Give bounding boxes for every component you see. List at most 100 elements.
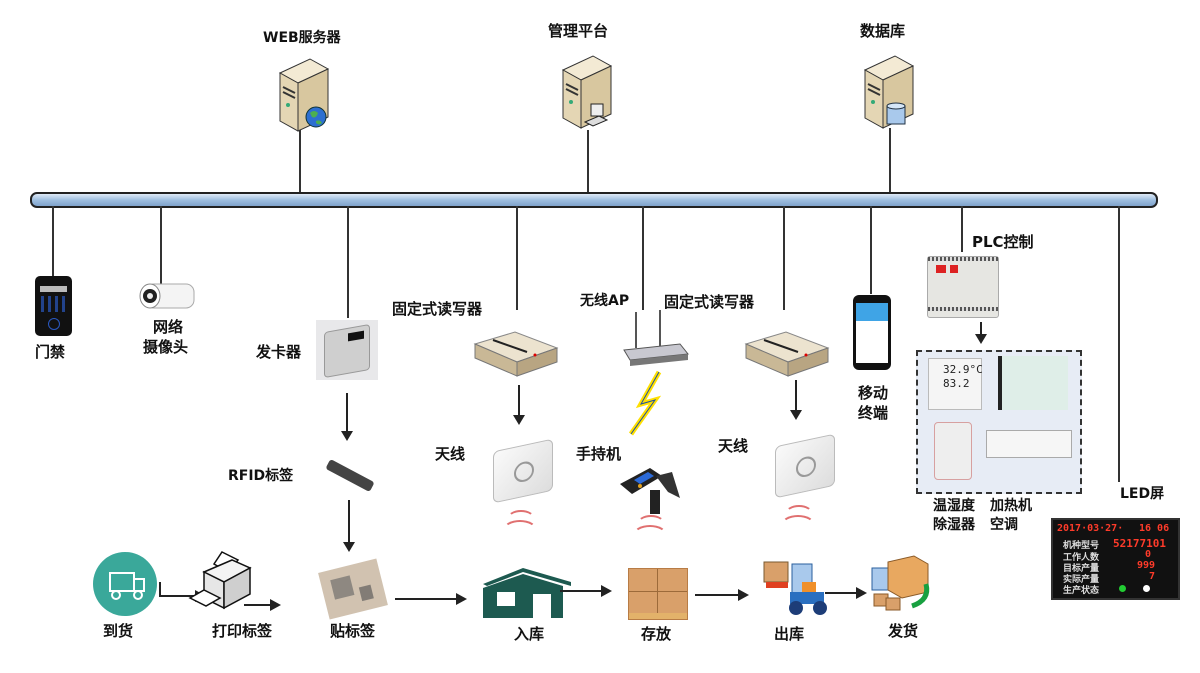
mobile-terminal-label-2: 终端: [858, 404, 889, 422]
flow-step-label: 入库: [514, 625, 545, 643]
status-light-white: [1143, 585, 1150, 592]
fixed-reader-left-link: [516, 206, 518, 310]
mobile-terminal-icon: [853, 295, 891, 370]
web-server-link: [299, 130, 301, 192]
led-display-board: 2017·03·27· 16 06 机种型号 52177101 工作人数 0 目…: [1051, 518, 1180, 600]
antenna-right-signal-wave: [781, 515, 815, 535]
handheld-terminal-icon: [620, 468, 680, 514]
wireless-ap-label: 无线AP: [580, 293, 630, 309]
flow-step-label: 打印标签: [212, 622, 273, 640]
tag-to-label-arrow: [343, 500, 355, 552]
led-row-label: 机种型号: [1063, 541, 1100, 551]
fixed-reader-left-label: 固定式读写器: [392, 300, 483, 318]
database-label: 数据库: [860, 22, 906, 40]
database-link: [889, 128, 891, 192]
handheld-signal-wave: [633, 525, 667, 545]
access-control-link: [52, 206, 54, 276]
reader-right-to-antenna-arrow: [790, 380, 802, 420]
wireless-signal-icon: [628, 370, 662, 436]
mobile-terminal-link: [870, 206, 872, 294]
heater-icon: [998, 356, 1068, 410]
led-screen-link: [1118, 206, 1120, 482]
led-date: 2017·03·27·: [1057, 523, 1124, 534]
flow-arrow: [560, 585, 612, 597]
led-row-value: 52177101: [1113, 537, 1166, 550]
pallet-boxes-icon: [628, 568, 688, 620]
temp-humidity-sensor-icon: 32.9°C 83.2: [928, 358, 983, 410]
wireless-ap-link: [642, 206, 644, 310]
network-camera-icon: [139, 283, 195, 309]
dehumidifier-icon: [934, 422, 972, 480]
flow-step-label: 贴标签: [330, 622, 376, 640]
antenna-left-icon: [493, 438, 553, 504]
air-conditioner-icon: [986, 430, 1072, 458]
flow-arrow: [695, 589, 749, 601]
antenna-left-signal-wave: [503, 520, 537, 540]
led-row-label: 实际产量: [1063, 575, 1100, 585]
led-row-value: 0: [1145, 549, 1152, 560]
access-control-label: 门禁: [35, 343, 66, 361]
flow-step-label: 到货: [103, 622, 134, 640]
camera-link: [160, 206, 162, 284]
led-time: 16 06: [1139, 523, 1170, 534]
rfid-tag-label: RFID标签: [228, 468, 294, 484]
web-server-label: WEB服务器: [263, 30, 341, 46]
rfid-tag-icon: [325, 458, 375, 493]
led-row-label: 目标产量: [1063, 564, 1100, 574]
fixed-reader-left-icon: [473, 331, 559, 377]
card-issuer-label: 发卡器: [256, 343, 302, 361]
antenna-left-signal-wave: [507, 510, 535, 528]
plc-controller-icon: [927, 256, 999, 318]
handheld-label: 手持机: [576, 445, 622, 463]
shipping-truck-icon: [871, 555, 930, 611]
delivery-truck-icon: [93, 552, 157, 616]
flow-step-label: 发货: [888, 622, 919, 640]
flow-step-label: 出库: [774, 625, 805, 643]
access-control-icon: [35, 276, 72, 336]
env-label-heater: 加热机: [990, 498, 1032, 514]
led-row-value: 7: [1149, 571, 1156, 582]
card-issuer-to-tag-arrow: [341, 393, 353, 441]
led-row-label: 工作人数: [1063, 553, 1100, 563]
flow-step-label: 存放: [641, 625, 672, 643]
env-label-temp-humidity: 温湿度: [933, 498, 975, 514]
fixed-reader-right-label: 固定式读写器: [664, 293, 755, 311]
management-platform-label: 管理平台: [548, 22, 609, 40]
web-server-icon: [278, 58, 330, 132]
handheld-signal-wave: [637, 515, 665, 533]
warehouse-icon: [483, 568, 571, 618]
antenna-right-signal-wave: [785, 505, 813, 523]
environment-devices-group: 32.9°C 83.2: [916, 350, 1082, 494]
antenna-right-icon: [775, 433, 835, 499]
humidity-reading: 83.2: [943, 377, 970, 390]
network-camera-label-2: 摄像头: [143, 338, 189, 356]
network-bus: [30, 192, 1158, 208]
rfid-label-icon: [318, 558, 388, 620]
forklift-icon: [763, 561, 827, 615]
wireless-ap-icon: [623, 310, 689, 366]
flow-arrow: [244, 599, 281, 611]
database-server-icon: [863, 55, 915, 129]
mobile-terminal-label-1: 移动: [858, 384, 889, 402]
env-label-air-conditioner: 空调: [990, 517, 1018, 533]
antenna-right-label: 天线: [718, 437, 749, 455]
network-camera-label-1: 网络: [153, 318, 184, 336]
card-issuer-link: [347, 206, 349, 318]
flow-connector: [159, 582, 161, 596]
printer-icon: [188, 551, 252, 610]
status-light-green: [1119, 585, 1126, 592]
flow-arrow: [825, 587, 867, 599]
plc-control-label: PLC控制: [972, 233, 1034, 251]
led-row-label: 生产状态: [1063, 586, 1100, 596]
antenna-left-label: 天线: [435, 445, 466, 463]
fixed-reader-right-link: [783, 206, 785, 310]
management-server-icon: [561, 55, 613, 129]
led-row-value: 999: [1137, 560, 1156, 571]
env-label-dehumidifier: 除湿器: [933, 517, 975, 533]
plc-to-environment-arrow: [975, 322, 987, 344]
plc-link: [961, 206, 963, 252]
reader-left-to-antenna-arrow: [513, 385, 525, 425]
card-issuer-icon: [316, 320, 378, 380]
management-platform-link: [587, 130, 589, 192]
fixed-reader-right-icon: [744, 331, 830, 377]
